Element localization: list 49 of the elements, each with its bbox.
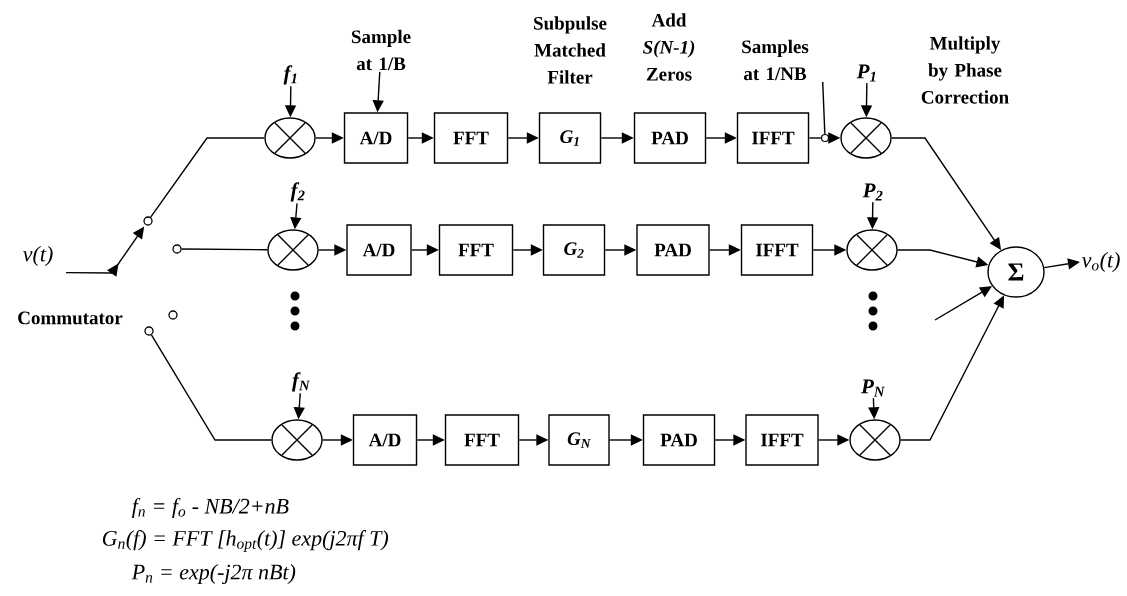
- process-box: PAD: [636, 224, 710, 276]
- formula-text: f$_{n}$ = f$_{o}$ - NB/2+nB: [131, 497, 289, 519]
- signal-line: [808, 137, 822, 139]
- signal-label: f$_{1}$: [283, 65, 297, 85]
- switch-contact: [144, 326, 154, 336]
- annotation-label: Sample at 1/B: [351, 29, 411, 71]
- mixer-symbol: [264, 117, 316, 159]
- signal-label: P$_{1}$: [856, 64, 876, 82]
- process-box: FFT: [438, 224, 514, 276]
- annotation-label: Samples at 1/NB: [742, 39, 809, 81]
- process-box: FFT: [444, 414, 520, 466]
- process-box: G$_{1}$: [538, 112, 602, 164]
- leader-line: [822, 81, 826, 135]
- process-box: PAD: [633, 112, 707, 164]
- process-box: PAD: [642, 414, 716, 466]
- formula-text: P$_{n}$ = exp(-j2π nBt): [131, 564, 296, 584]
- switch-contact: [168, 310, 178, 320]
- signal-line: [150, 137, 265, 218]
- annotation-label: Add S(N-1) Zeros: [642, 13, 695, 81]
- annotation-label: Commutator: [18, 311, 123, 325]
- formula-text: G$_{n}$(f) = FFT [h$_{opt}$(t)] exp(j2πf T): [102, 530, 389, 552]
- process-box: A/D: [343, 112, 409, 164]
- switch-contact: [172, 244, 182, 254]
- process-box: IFFT: [745, 414, 819, 466]
- signal-label: v(t): [23, 246, 53, 266]
- signal-line: [180, 248, 268, 251]
- process-box: A/D: [352, 414, 418, 466]
- summing-junction: Σ: [987, 246, 1045, 298]
- process-box: IFFT: [736, 112, 810, 164]
- mixer-symbol: [267, 229, 319, 271]
- signal-label: f$_{2}$: [290, 182, 305, 202]
- sample-point: [820, 133, 830, 143]
- annotation-label: Multiply by Phase Correction: [921, 36, 1009, 104]
- signal-line: [150, 334, 272, 441]
- process-box: FFT: [433, 112, 509, 164]
- mixer-symbol: [840, 117, 892, 159]
- signal-label: v$_{o}$(t): [1082, 252, 1120, 272]
- switch-contact: [143, 216, 153, 226]
- mixer-symbol: [849, 419, 901, 461]
- process-box: G$_{2}$: [542, 224, 606, 276]
- process-box: A/D: [346, 224, 412, 276]
- annotation-label: Subpulse Matched Filter: [534, 16, 607, 84]
- process-box: IFFT: [740, 224, 814, 276]
- signal-label: f$_{N}$: [291, 372, 310, 392]
- mixer-symbol: [846, 229, 898, 271]
- signal-label: P$_{N}$: [861, 379, 885, 397]
- mixer-symbol: [271, 419, 323, 461]
- signal-label: P$_{2}$: [862, 183, 883, 201]
- process-box: G$_{N}$: [548, 414, 610, 466]
